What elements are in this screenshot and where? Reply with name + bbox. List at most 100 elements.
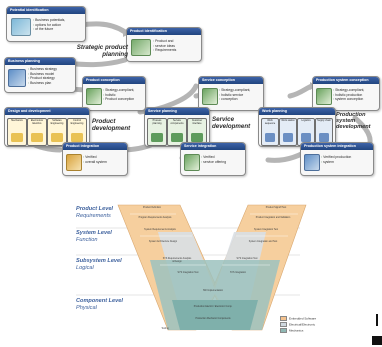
v-box-left: System Requirements Analysis — [144, 229, 176, 231]
tile-mechanics: Mechanics — [7, 118, 27, 146]
v-box-right: Product Integration and Validation — [255, 217, 291, 219]
service-icon — [202, 88, 218, 105]
card-bullet: Business plan — [28, 81, 57, 86]
card-bullet: Product strategy — [28, 76, 57, 81]
card-title: Product conception — [83, 77, 145, 84]
service-conception-card: Service conception Strategy-compliant, h… — [198, 76, 264, 111]
legend-item: Embedded Software — [280, 316, 316, 321]
v-level-component: Component Level Physical — [76, 298, 123, 311]
factory-icon — [316, 88, 332, 105]
v-box-right: System Integration and Test — [248, 241, 278, 243]
card-bullet: Business potentials, — [33, 18, 65, 23]
card-bullet: service offering — [201, 160, 226, 165]
v-level-system: System Level Function — [76, 230, 112, 243]
product-identification-card: Product identification Product and servi… — [126, 27, 202, 62]
v-box-left: Product Definition — [142, 207, 162, 209]
phase-label-strategic: Strategic product planning — [76, 44, 128, 58]
card-title: Production system integration — [301, 143, 373, 150]
card-bullet: Product conception — [103, 97, 134, 102]
gear-icon — [11, 133, 23, 142]
ideas-icon — [131, 39, 151, 56]
tile-logistics: Logistics — [297, 118, 315, 146]
card-title: Production system conception — [313, 77, 379, 84]
design-development-card: Design and development Mechanics Electro… — [4, 107, 90, 147]
v-box-bottom: Tooling — [161, 328, 169, 330]
card-bullet: of the future — [33, 27, 65, 32]
card-title: Product identification — [127, 28, 201, 35]
v-box-left: SYS Requirements Analysis & Design — [162, 258, 192, 263]
card-title: Product integration — [63, 143, 127, 150]
tile-work-station: Work station — [279, 118, 297, 146]
v-box-right: SYS Integration — [229, 272, 247, 274]
card-bullet: Verified — [83, 155, 107, 160]
phase-label-production-dev: Production system development — [336, 112, 371, 131]
card-bullet: Verified production — [321, 155, 351, 160]
v-box-right: Product Signoff Test — [265, 207, 287, 209]
concept-icon — [86, 88, 102, 105]
card-bullet: options for action — [33, 23, 65, 28]
service-planning-card: Service planning Process planning Servic… — [144, 107, 210, 147]
control-icon — [71, 133, 83, 142]
card-bullet: Strategy-compliant, — [219, 88, 250, 93]
potential-identification-card: Potential identification Business potent… — [6, 6, 86, 42]
v-box-left: Program Requirements Analysis — [138, 217, 172, 219]
service-integration-card: Service integration Verified service off… — [180, 142, 246, 176]
v-box-right: SYS Integration Test — [236, 258, 258, 260]
card-bullet: overall system — [83, 160, 107, 165]
tile-software: Software Engineering — [47, 118, 67, 146]
card-bullet: Strategy-compliant, — [103, 88, 134, 93]
tile-supply-chain: Supply chain — [315, 118, 333, 146]
work-planning-card: Work planning Work sequence Work station… — [258, 107, 336, 147]
card-bullet: Business strategy — [28, 67, 57, 72]
card-bullet: Requirements — [153, 48, 176, 53]
card-title: Service planning — [145, 108, 209, 115]
page-edge-mark — [372, 312, 382, 347]
circuit-icon — [31, 133, 43, 142]
card-title: Service integration — [181, 143, 245, 150]
production-system-integration-card: Production system integration Verified p… — [300, 142, 374, 176]
v-box-bottom: Production Electric / Electronic Comp. — [193, 306, 233, 308]
components-icon — [171, 133, 183, 142]
legend-swatch — [280, 316, 287, 321]
assembly-icon — [66, 154, 82, 171]
legend-swatch — [280, 328, 287, 333]
card-title: Service conception — [199, 77, 263, 84]
logistics-icon — [301, 133, 311, 142]
card-bullet: holistic production — [333, 93, 364, 98]
legend-swatch — [280, 322, 287, 327]
v-model-legend: Embedded Software Electrical/Electronic … — [280, 316, 352, 340]
service-check-icon — [184, 154, 200, 171]
card-title: Potential identification — [7, 7, 85, 14]
product-conception-card: Product conception Strategy-compliant, h… — [82, 76, 146, 111]
legend-item: Mechanics — [280, 328, 303, 333]
card-bullet: system — [321, 160, 351, 165]
card-bullet: holistic — [103, 93, 134, 98]
card-bullet: Verified — [201, 155, 226, 160]
planning-icon — [8, 69, 26, 87]
v-level-subsystem: Subsystem Level Logical — [76, 258, 122, 271]
tile-work-sequence: Work sequence — [261, 118, 279, 146]
v-box-left: SYS Integration Test — [177, 272, 199, 274]
production-line-icon — [304, 154, 320, 171]
phase-label-service-dev: Service development — [212, 116, 251, 130]
card-title: Design and development — [5, 108, 89, 115]
business-planning-card: Business planning Business strategy Busi… — [4, 57, 76, 93]
card-bullet: Product and — [153, 39, 176, 44]
production-system-conception-card: Production system conception Strategy-co… — [312, 76, 380, 111]
supply-icon — [319, 133, 329, 142]
process-icon — [151, 133, 163, 142]
station-icon — [283, 133, 293, 142]
card-title: Work planning — [259, 108, 335, 115]
card-bullet: conception — [219, 97, 250, 102]
card-title: Business planning — [5, 58, 75, 65]
card-bullet: Business model — [28, 72, 57, 77]
tile-service-components: Service components — [167, 118, 187, 146]
card-bullet: Strategy-compliant, — [333, 88, 364, 93]
v-box-left: System Architecture Design — [148, 241, 178, 243]
phase-label-product-dev: Product development — [92, 118, 131, 132]
v-level-product: Product Level Requirements — [76, 206, 113, 219]
card-bullet: service ideas — [153, 44, 176, 49]
tile-control: Control Engineering — [67, 118, 87, 146]
card-bullet: holistic service — [219, 93, 250, 98]
tile-process-planning: Process planning — [147, 118, 167, 146]
